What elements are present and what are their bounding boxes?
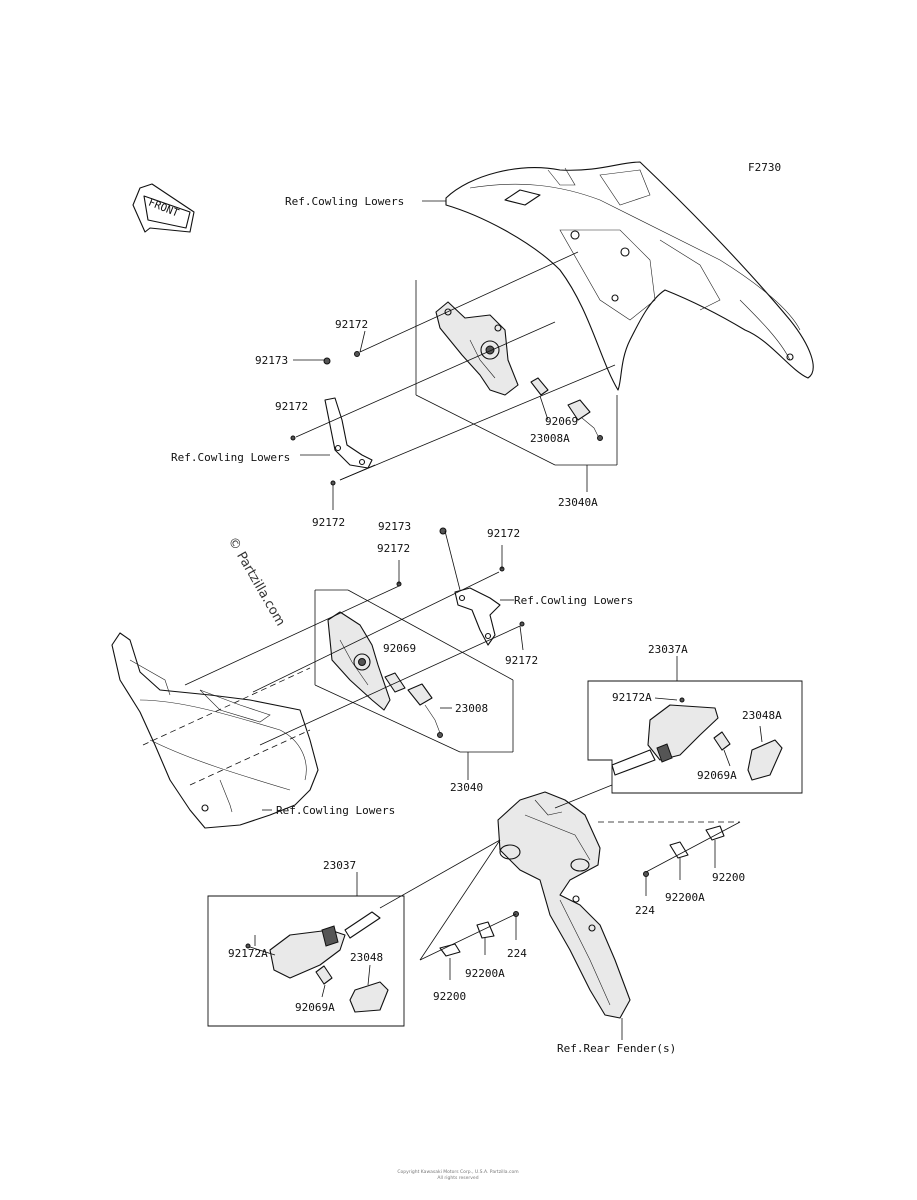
label-92200A-b: 92200A — [465, 967, 505, 980]
label-23040A: 23040A — [558, 496, 598, 509]
box-23037A — [587, 656, 803, 794]
middle-small-parts — [384, 527, 525, 738]
label-23040: 23040 — [450, 781, 483, 794]
box-23037 — [207, 872, 405, 1027]
label-ref-cowling-lowers-left: Ref.Cowling Lowers — [171, 451, 290, 464]
label-92069A-a: 92069A — [697, 769, 737, 782]
footer-line-2: All rights reserved — [437, 1175, 478, 1181]
label-92172-b: 92172 — [275, 400, 308, 413]
watermark: © Partzilla.com — [225, 535, 288, 629]
label-ref-cowling-lowers-bottom: Ref.Cowling Lowers — [276, 804, 395, 817]
label-92200-a: 92200 — [712, 871, 745, 884]
label-92172-f: 92172 — [505, 654, 538, 667]
label-23048: 23048 — [350, 951, 383, 964]
label-92069-b: 92069 — [383, 642, 416, 655]
label-92200-b: 92200 — [433, 990, 466, 1003]
figure-code: F2730 — [748, 161, 781, 174]
upper-cowling-shape — [445, 161, 814, 391]
label-224-a: 224 — [635, 904, 655, 917]
upper-leaders — [293, 200, 618, 510]
label-92172-e: 92172 — [377, 542, 410, 555]
label-92173-a: 92173 — [255, 354, 288, 367]
footer-line-1: Copyright Kawasaki Motors Corp., U.S.A. … — [397, 1169, 518, 1175]
label-23048A: 23048A — [742, 709, 782, 722]
label-92172-c: 92172 — [312, 516, 345, 529]
label-ref-rear-fenders: Ref.Rear Fender(s) — [557, 1042, 676, 1055]
label-92069-a: 92069 — [545, 415, 578, 428]
upper-bracket — [324, 397, 373, 469]
label-ref-cowling-lowers-mid: Ref.Cowling Lowers — [514, 594, 633, 607]
upper-small-parts — [290, 351, 603, 486]
labels: Ref.Cowling Lowers 92172 92173 92172 Ref… — [171, 195, 782, 1055]
rear-leaders — [379, 784, 741, 1040]
label-92172-d: 92172 — [487, 527, 520, 540]
rear-fender-bracket — [497, 791, 631, 1019]
label-23037: 23037 — [323, 859, 356, 872]
middle-bracket — [454, 587, 501, 646]
label-23008A: 23008A — [530, 432, 570, 445]
front-arrow-icon: FRONT — [132, 183, 195, 233]
middle-leaders — [142, 530, 524, 811]
label-92172A-b: 92172A — [228, 947, 268, 960]
label-92172A-a: 92172A — [612, 691, 652, 704]
label-92069A-b: 92069A — [295, 1001, 335, 1014]
label-23037A: 23037A — [648, 643, 688, 656]
label-92172-a: 92172 — [335, 318, 368, 331]
upper-lamp-housing — [435, 301, 519, 396]
label-ref-cowling-lowers-top: Ref.Cowling Lowers — [285, 195, 404, 208]
label-92173-b: 92173 — [378, 520, 411, 533]
label-23008: 23008 — [455, 702, 488, 715]
label-92200A-a: 92200A — [665, 891, 705, 904]
label-224-b: 224 — [507, 947, 527, 960]
lower-cowling-shape — [111, 632, 319, 829]
